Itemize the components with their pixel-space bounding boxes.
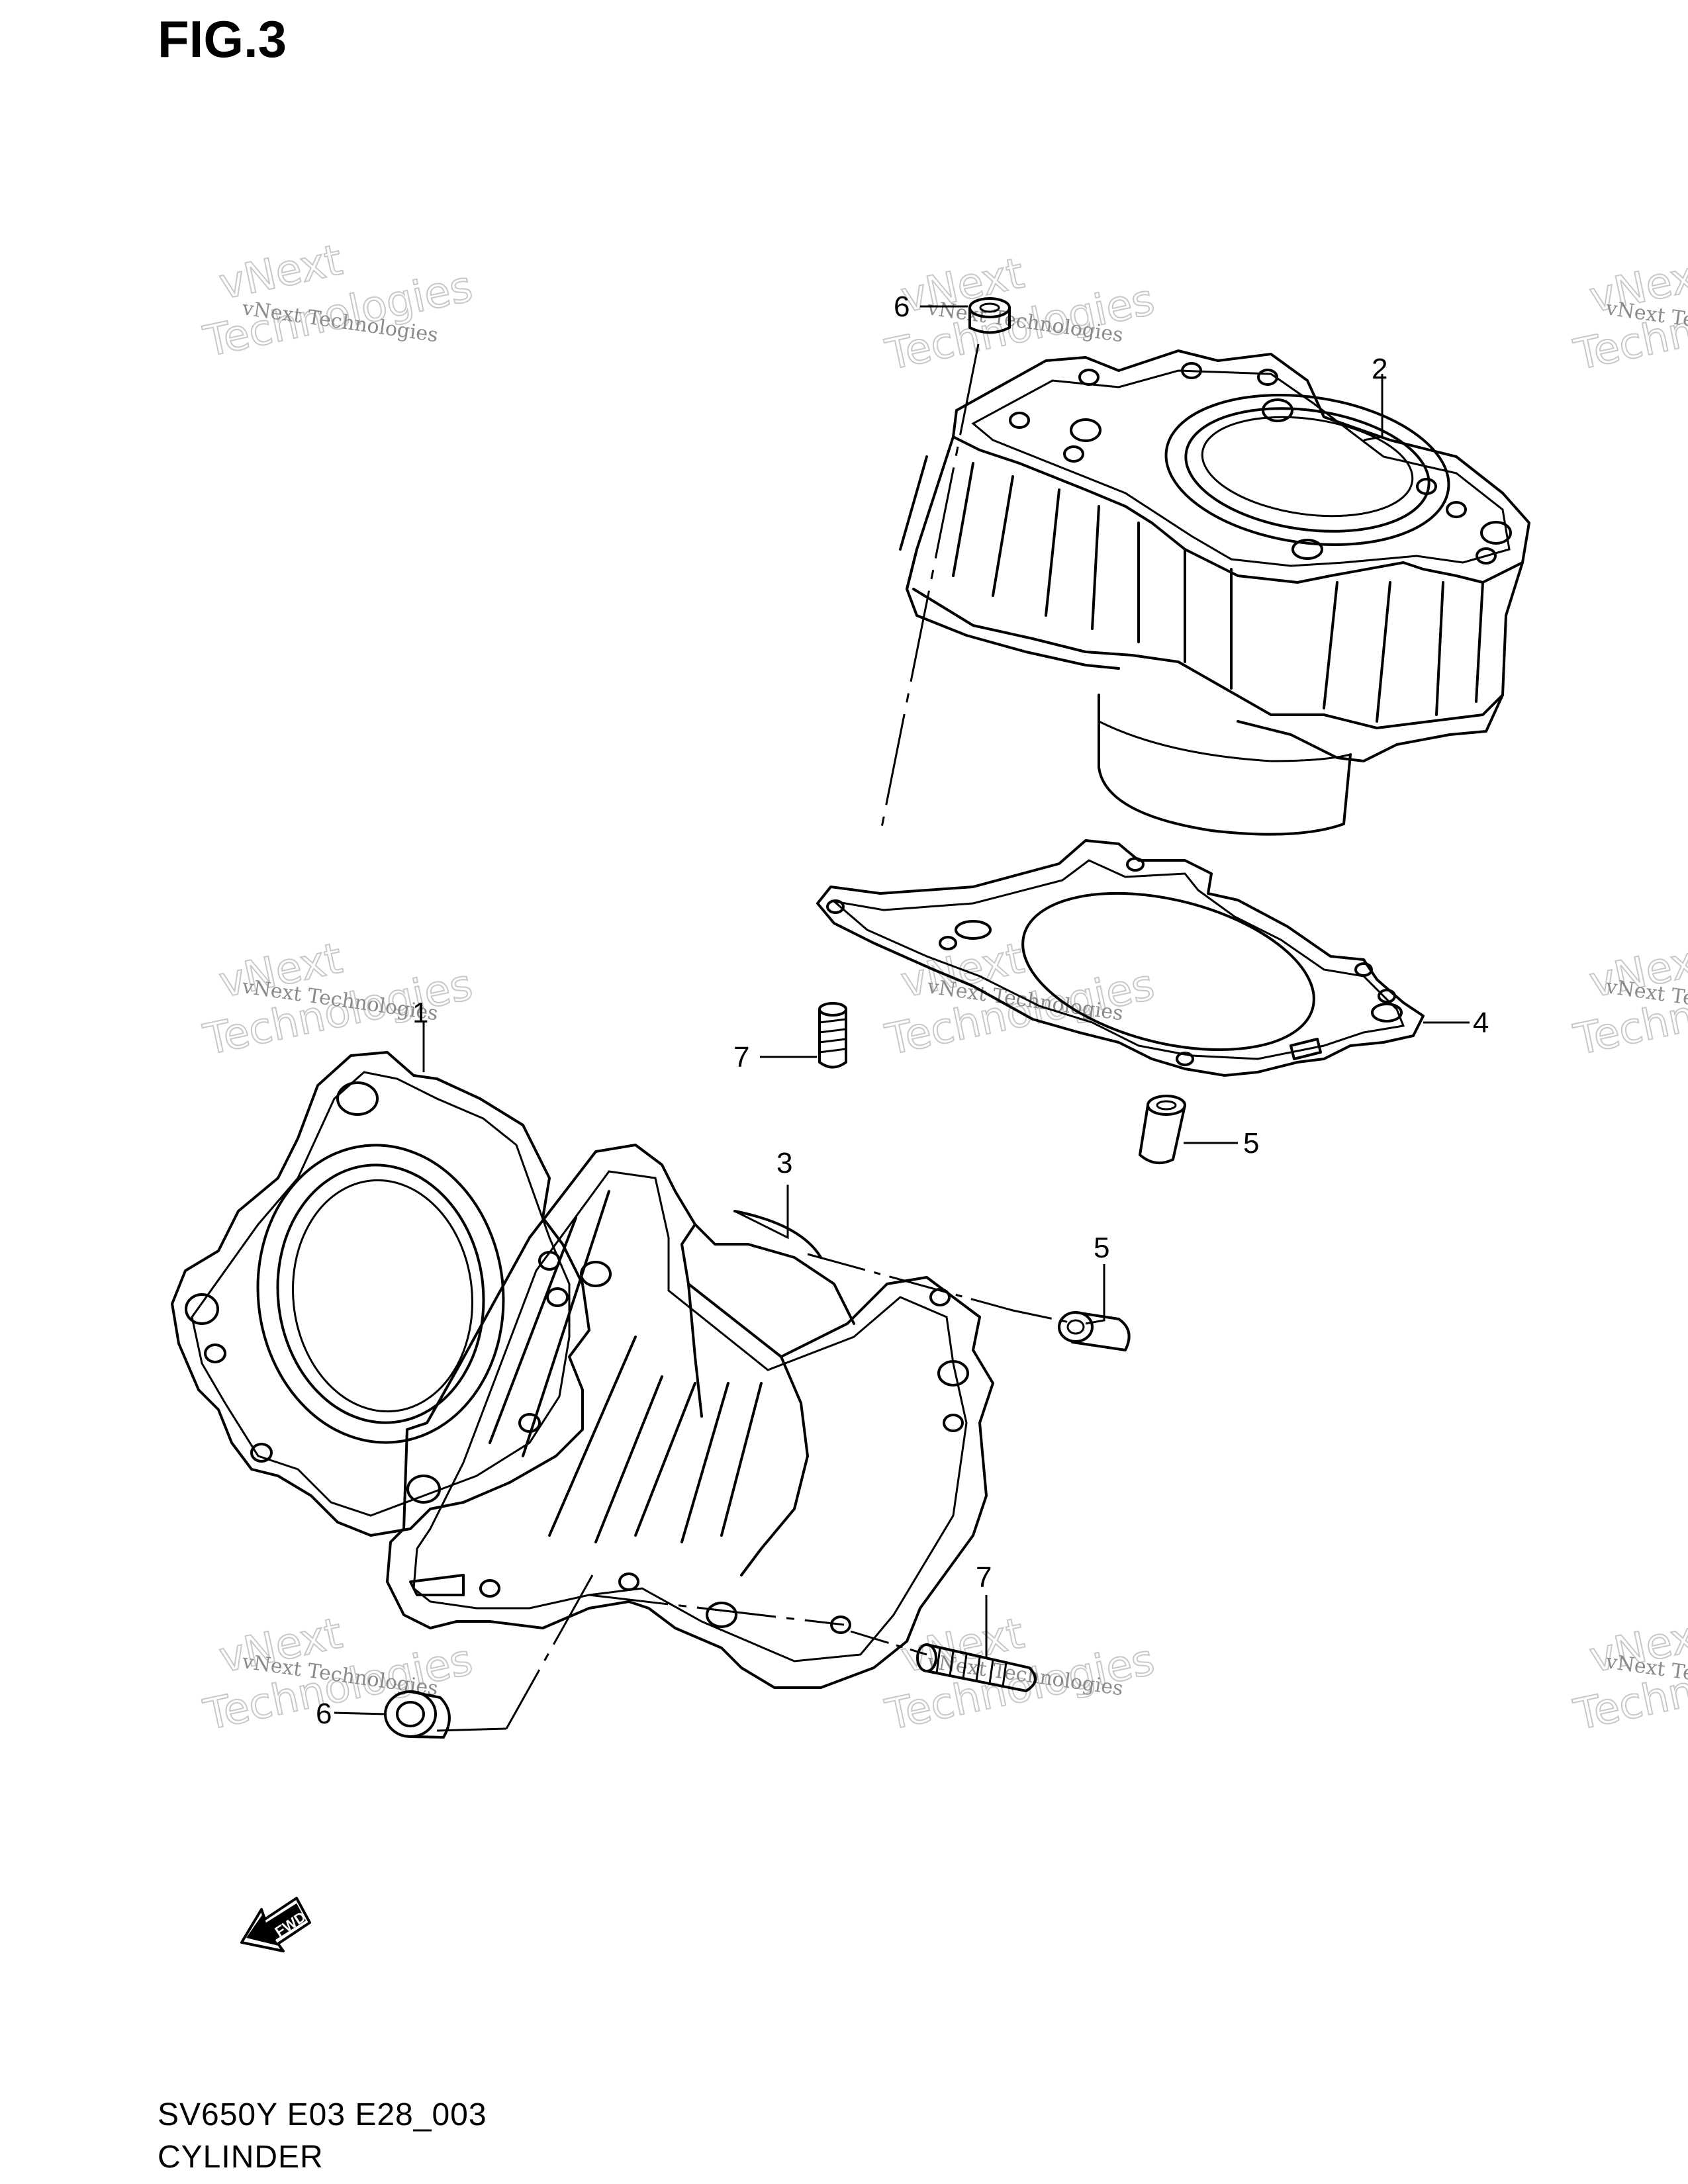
callout-4: 4 [1473,1007,1489,1039]
callout-6: 6 [894,291,910,323]
fwd-arrow-icon: FWD [240,1897,311,1952]
cylinder-gasket-rear-icon[interactable] [816,839,1425,1077]
callout-6: 6 [316,1698,332,1730]
diagram-name: CYLINDER [158,2140,324,2175]
dowel-pin-icon[interactable] [1139,1095,1186,1165]
callout-5: 5 [1094,1232,1109,1264]
diagram-code: SV650Y E03 E28_003 [158,2097,487,2132]
callout-5: 5 [1243,1127,1259,1160]
watermark-group: vNext Technologies vNext Technologies vN… [199,235,1688,1741]
callout-7: 7 [733,1041,749,1073]
cylinder-front-icon[interactable] [386,1144,994,1689]
cylinder-rear-icon[interactable] [899,349,1530,836]
dowel-pin-icon[interactable] [1058,1311,1131,1351]
stud-bolt-nut-icon[interactable] [968,297,1011,334]
stud-bolt-icon[interactable] [818,1002,847,1069]
callout-labels: 6 2 7 4 5 1 3 5 7 6 [316,291,1489,1730]
cylinder-gasket-front-icon[interactable] [171,1051,590,1537]
callout-1: 1 [412,997,428,1029]
leader-lines [334,305,1470,1732]
stud-bolt-icon[interactable] [916,1643,1037,1692]
watermark: vNext Technologies [1570,248,1688,381]
figure-title: FIG.3 [158,10,287,68]
callout-7: 7 [976,1561,992,1594]
watermark: vNext Technologies [881,248,1160,381]
callout-3: 3 [776,1147,792,1179]
callout-2: 2 [1372,353,1387,385]
